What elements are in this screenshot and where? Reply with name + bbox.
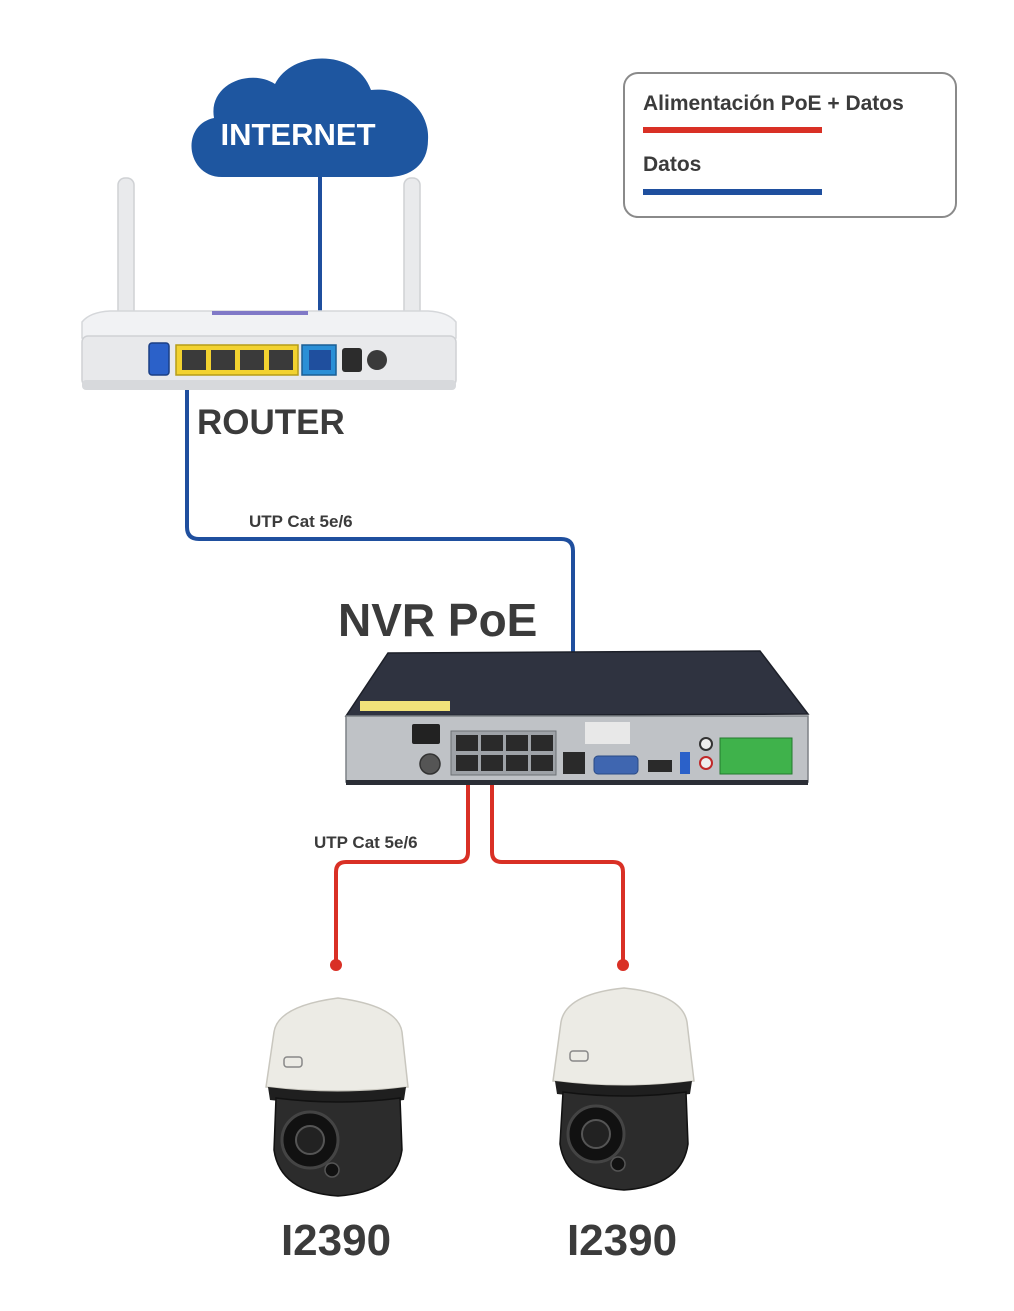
nvr-poe-port (456, 735, 478, 751)
legend-label-data: Datos (643, 153, 701, 176)
nvr-audio-out (699, 756, 713, 770)
nvr (344, 650, 810, 785)
cable-label-router-nvr: UTP Cat 5e/6 (249, 512, 353, 531)
router-base (82, 380, 456, 390)
camera-2 (552, 987, 695, 1191)
router-usb-port (148, 342, 170, 376)
cable-end-dot (617, 959, 629, 971)
nvr-top (344, 650, 810, 717)
camera-dome-housing (552, 987, 695, 1087)
legend-box (623, 72, 957, 218)
cables (185, 177, 629, 971)
nvr-alarm-terminals (719, 737, 793, 775)
nvr-power-switch (412, 724, 440, 744)
cloud-label: INTERNET (221, 117, 376, 152)
cable-router-nvr (185, 362, 575, 762)
nvr-poe-port (481, 735, 503, 751)
router (81, 177, 457, 390)
cable-label-nvr-cameras: UTP Cat 5e/6 (314, 833, 418, 852)
nvr-poe-port (506, 735, 528, 751)
legend-label-poe: Alimentación PoE + Datos (643, 92, 904, 115)
cable-end-dot (330, 959, 342, 971)
router-lan-port (240, 350, 264, 370)
camera-logo (569, 1050, 589, 1062)
camera-1 (265, 997, 409, 1197)
router-body-top (81, 310, 457, 339)
legend: Alimentación PoE + Datos Datos (623, 72, 957, 218)
nvr-poe-port (456, 755, 478, 771)
router-label: ROUTER (197, 403, 345, 442)
nvr-barcode-label (585, 722, 630, 744)
camera-ir-led (610, 1156, 626, 1172)
router-wan-socket (309, 350, 331, 370)
camera-1-label: I2390 (281, 1216, 391, 1265)
camera-ir-led (324, 1162, 340, 1178)
camera-dome-housing (265, 997, 409, 1092)
camera-ring (268, 1087, 406, 1104)
camera-2-label: I2390 (567, 1216, 677, 1265)
camera-lens-inner (581, 1119, 611, 1149)
router-lan-port (182, 350, 206, 370)
router-power-jack (342, 348, 362, 372)
nvr-poe-port (506, 755, 528, 771)
nvr-sticker (360, 701, 450, 711)
nvr-hdmi-port (648, 760, 672, 772)
camera-logo (283, 1056, 303, 1068)
router-lan-port (269, 350, 293, 370)
camera-ring (555, 1081, 692, 1098)
nvr-poe-port (531, 735, 553, 751)
nvr-base (346, 780, 808, 785)
cable-nvr-camera-1 (334, 745, 470, 965)
cloud-shape (191, 58, 429, 177)
router-reset-button (367, 350, 387, 370)
router-led-strip (212, 311, 308, 315)
router-lan-port (211, 350, 235, 370)
nvr-vga-port (593, 755, 639, 775)
nvr-audio-in (699, 737, 713, 751)
camera-lens-inner (295, 1125, 325, 1155)
nvr-poe-port (481, 755, 503, 771)
internet-cloud: INTERNET (191, 58, 429, 177)
nvr-usb-port (680, 752, 690, 774)
nvr-lan-port (563, 752, 585, 774)
nvr-label: NVR PoE (338, 594, 537, 646)
cable-nvr-camera-2 (490, 745, 625, 965)
nvr-poe-port (531, 755, 553, 771)
nvr-power-connector (419, 753, 441, 775)
